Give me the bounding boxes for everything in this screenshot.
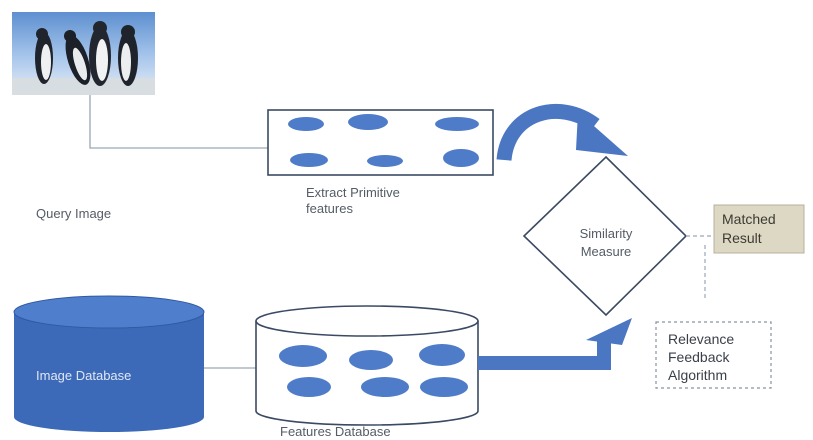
extract-features-line1: Extract Primitive [306,185,400,200]
feature-ellipse [288,117,324,131]
extract-features-box [267,109,494,176]
feature-ellipse [349,350,393,370]
feature-ellipse [287,377,331,397]
matched-result-label: Matched Result [722,210,776,248]
feature-ellipse [361,377,409,397]
relevance-feedback-label: Relevance Feedback Algorithm [668,330,734,384]
image-database-label: Image Database [36,368,132,383]
similarity-line1: Similarity [579,226,633,241]
features-database-label: Features Database [280,424,391,439]
extract-features-line2: features [306,201,353,216]
relevance-feedback-box [655,321,772,389]
query-connector-line [89,95,268,149]
feature-ellipse [348,114,388,130]
similarity-line2: Measure [580,244,632,259]
feature-ellipse [435,117,479,131]
feature-ellipse [420,377,468,397]
curved-arrow-to-similarity [496,104,628,162]
feature-ellipse [443,149,479,167]
matched-result-box [713,204,805,254]
feature-ellipse [290,153,328,167]
feature-ellipse [419,344,465,366]
extract-features-label: Extract Primitive features [306,185,400,217]
feature-ellipse [367,155,403,167]
relevance-line2: Feedback [668,349,730,365]
feature-ellipse [279,345,327,367]
similarity-diamond [522,155,688,317]
query-image-label: Query Image [36,206,112,221]
matched-line2: Result [722,230,762,246]
similarity-label: Similarity Measure [566,225,646,261]
matched-line1: Matched [722,211,776,227]
features-database-cylinder [255,305,479,426]
relevance-line1: Relevance [668,331,735,347]
query-image-photo [12,12,155,95]
relevance-line3: Algorithm [668,367,728,383]
elbow-arrow-to-similarity [478,318,632,370]
image-database-cylinder [13,295,205,432]
